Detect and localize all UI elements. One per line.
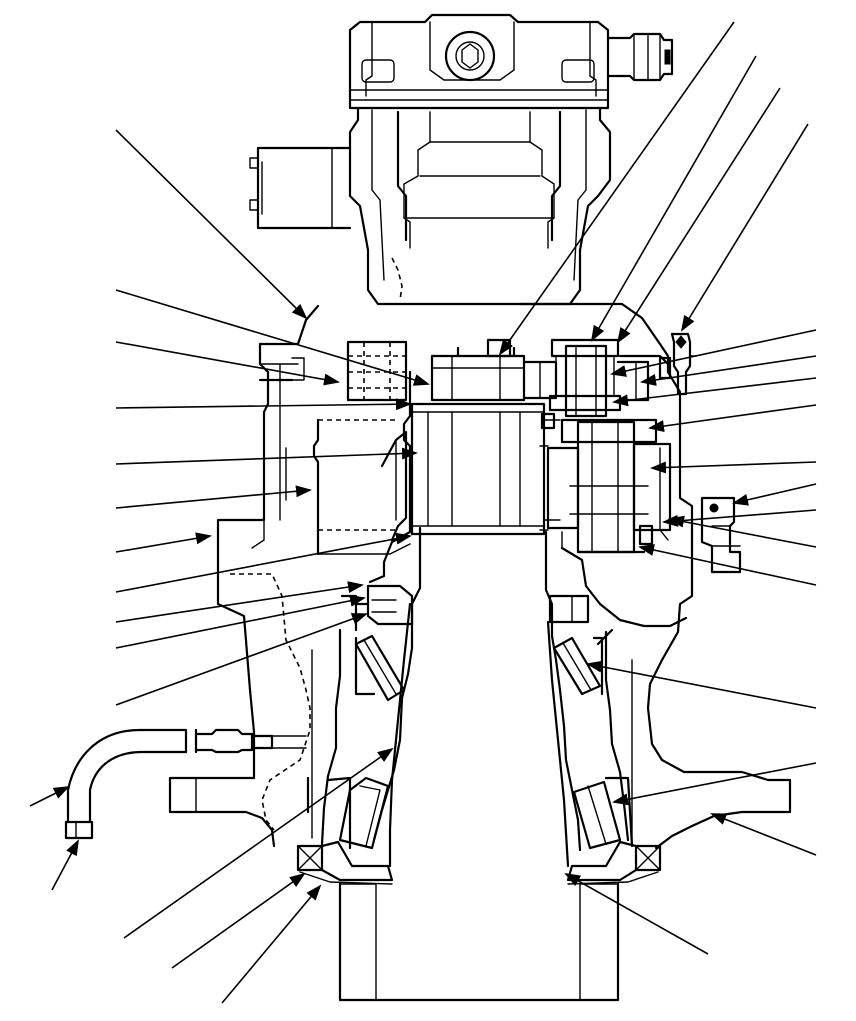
motor-housing xyxy=(249,106,612,306)
leader-line-l17 xyxy=(564,873,709,955)
leader-line-l19 xyxy=(612,762,817,806)
ring-gear xyxy=(312,418,411,556)
leader-line-l32 xyxy=(590,55,757,342)
leader-line-l08 xyxy=(115,532,412,593)
leader-line-l16 xyxy=(221,884,322,1004)
leader-line-l09 xyxy=(115,581,364,623)
sun-gear-area xyxy=(430,338,558,402)
leader-lines xyxy=(29,21,817,1004)
floating-seal xyxy=(296,840,662,885)
upper-taper-bearing xyxy=(354,634,604,702)
carrier xyxy=(410,402,561,536)
splined-coupling xyxy=(258,340,408,402)
leader-line-l03 xyxy=(115,341,340,386)
leader-line-l33 xyxy=(498,21,735,356)
hose-fitting xyxy=(64,728,307,840)
leader-line-l26 xyxy=(648,404,817,433)
leader-line-l24 xyxy=(732,483,817,506)
leader-line-l14 xyxy=(123,747,394,939)
leader-line-l28 xyxy=(640,355,817,386)
motor-valve-block xyxy=(348,13,674,110)
leader-line-l02 xyxy=(115,289,430,386)
leader-line-l04 xyxy=(115,398,412,411)
leader-line-l05 xyxy=(115,447,418,465)
leader-line-l10 xyxy=(115,594,366,649)
leader-line-l06 xyxy=(115,485,312,509)
lower-taper-bearing xyxy=(326,776,634,850)
leader-line-l31 xyxy=(616,87,781,344)
leader-line-l11 xyxy=(115,613,368,706)
second-planet-gear xyxy=(539,418,672,554)
leader-line-l15 xyxy=(171,872,306,969)
leader-line-l01 xyxy=(115,129,308,320)
leader-line-l12 xyxy=(29,786,70,807)
drain-plug xyxy=(700,496,742,574)
leader-line-l27 xyxy=(612,377,817,407)
first-planet-gear xyxy=(548,338,672,418)
leader-line-l21 xyxy=(638,544,817,586)
leader-line-l13 xyxy=(51,839,79,891)
leader-line-l22 xyxy=(668,515,817,548)
leader-line-l18 xyxy=(710,813,817,856)
leader-line-l07 xyxy=(115,532,212,553)
output-shaft xyxy=(338,602,620,1002)
leader-line-l23 xyxy=(662,509,817,527)
reduction-housing xyxy=(168,302,792,852)
leader-line-l29 xyxy=(610,329,817,377)
leader-line-l30 xyxy=(680,123,809,332)
leader-line-l20 xyxy=(586,660,817,709)
leader-line-l25 xyxy=(650,461,817,474)
